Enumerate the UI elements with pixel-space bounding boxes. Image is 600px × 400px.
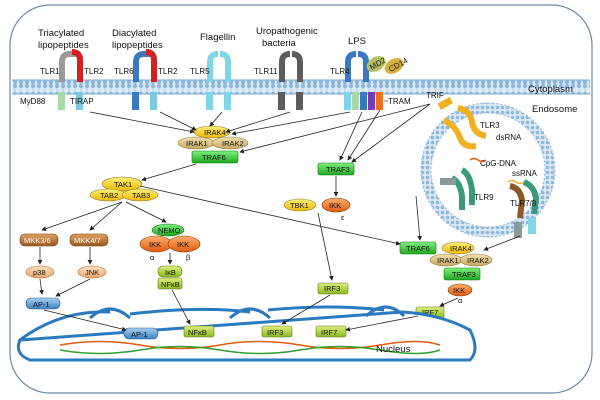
dna-strand-1 bbox=[59, 340, 441, 350]
endosome-complex bbox=[399, 241, 493, 319]
label-ikk-epsilon: IKK bbox=[329, 201, 341, 210]
receptor-tlr5 bbox=[206, 51, 231, 110]
nucleus bbox=[16, 305, 477, 362]
ligand-diacylated-line2: lipopeptides bbox=[112, 40, 163, 51]
signaling-arrows bbox=[37, 103, 521, 332]
label-alpha-endo: α bbox=[458, 296, 463, 305]
label-ap1-cyto: AP-1 bbox=[33, 300, 50, 309]
receptor-tlr78 bbox=[509, 179, 540, 238]
label-dsrna: dsRNA bbox=[496, 133, 522, 142]
receptor-tlr1-tlr2 bbox=[58, 49, 83, 110]
ligand-triacylated-line1: Triacylated bbox=[38, 28, 84, 39]
label-p38: p38 bbox=[33, 268, 46, 277]
ligand-diacylated-line1: Diacylated bbox=[112, 28, 156, 39]
label-ikk-endo: IKK bbox=[453, 286, 465, 295]
label-ikk-beta: IKK bbox=[177, 240, 189, 249]
label-tbk1: TBK1 bbox=[290, 201, 309, 210]
label-tlr78: TLR7/8 bbox=[510, 199, 537, 208]
cpg-dna-strand bbox=[469, 157, 487, 163]
receptor-tlr11 bbox=[278, 51, 303, 110]
mapk-branch bbox=[19, 233, 109, 310]
trif-branch bbox=[283, 162, 355, 295]
label-irak4-endo: IRAK4 bbox=[450, 244, 472, 253]
label-irf3-nuclear: IRF3 bbox=[267, 328, 283, 337]
label-nucleus: Nucleus bbox=[376, 344, 411, 355]
label-endosome: Endosome bbox=[532, 104, 577, 115]
cd14-shape bbox=[384, 58, 404, 74]
label-tlr2-first: TLR2 bbox=[84, 67, 104, 76]
ligand-triacylated-line2: lipopeptides bbox=[38, 40, 89, 51]
label-irak1: IRAK1 bbox=[186, 139, 208, 148]
receptor-tlr6-tlr2 bbox=[132, 49, 157, 110]
label-tlr2-second: TLR2 bbox=[158, 67, 178, 76]
ligand-uropathogenic-line2: bacteria bbox=[262, 38, 297, 49]
label-irf3-cyto: IRF3 bbox=[324, 284, 340, 293]
label-ikk-alpha: IKK bbox=[149, 240, 161, 249]
label-nfkb-cyto: NFκB bbox=[161, 280, 180, 289]
label-irak4: IRAK4 bbox=[204, 128, 226, 137]
label-tlr9: TLR9 bbox=[474, 193, 494, 202]
myd88-complex bbox=[177, 125, 249, 164]
label-nemo: NEMO bbox=[158, 226, 181, 235]
label-tlr5: TLR5 bbox=[190, 67, 210, 76]
label-ssrna: ssRNA bbox=[512, 169, 538, 178]
receptor-tlr4-complex bbox=[344, 51, 404, 110]
label-tab2: TAB2 bbox=[100, 191, 118, 200]
label-mkk47: MKK4/7 bbox=[74, 236, 101, 245]
label-traf3: TRAF3 bbox=[326, 165, 350, 174]
receptor-tlr3 bbox=[437, 96, 487, 150]
label-trif: TRIF bbox=[426, 91, 444, 100]
ligand-uropathogenic-line1: Uropathogenic bbox=[256, 26, 318, 37]
label-traf3-endo: TRAF3 bbox=[452, 270, 476, 279]
nfkb-branch bbox=[139, 223, 201, 290]
receptor-tlr9 bbox=[440, 167, 475, 210]
label-nfkb-nuclear: NFκB bbox=[188, 328, 207, 337]
ligand-lps: LPS bbox=[348, 36, 366, 47]
label-tlr3: TLR3 bbox=[480, 121, 500, 130]
label-irak2: IRAK2 bbox=[222, 139, 244, 148]
label-cpg-dna: CpG-DNA bbox=[480, 159, 517, 168]
ssrna-strand bbox=[507, 179, 525, 185]
label-ikb: IκB bbox=[165, 268, 176, 277]
label-irf7-cyto: IRF7 bbox=[422, 308, 438, 317]
label-tlr11: TLR11 bbox=[254, 67, 278, 76]
dna-strand-2 bbox=[59, 345, 441, 355]
label-myd88: MyD88 bbox=[20, 97, 46, 106]
plasma-membrane bbox=[12, 79, 590, 95]
label-epsilon: ε bbox=[341, 213, 345, 222]
label-traf6-endo: TRAF6 bbox=[406, 244, 430, 253]
label-irf7-nuclear: IRF7 bbox=[321, 328, 337, 337]
label-tram: TRAM bbox=[388, 97, 411, 106]
label-traf6: TRAF6 bbox=[202, 153, 226, 162]
label-tlr6: TLR6 bbox=[114, 67, 134, 76]
label-irak1-endo: IRAK1 bbox=[437, 256, 459, 265]
label-jnk: JNK bbox=[85, 268, 99, 277]
md2-shape bbox=[366, 56, 386, 72]
label-tlr4: TLR4 bbox=[330, 67, 350, 76]
label-tak1: TAK1 bbox=[114, 180, 132, 189]
label-beta: β bbox=[186, 253, 191, 262]
ligand-flagellin: Flagellin bbox=[200, 32, 235, 43]
label-cytoplasm: Cytoplasm bbox=[528, 84, 573, 95]
label-alpha: α bbox=[150, 253, 155, 262]
label-irak2-endo: IRAK2 bbox=[467, 256, 489, 265]
label-tirap: TIRAP bbox=[70, 97, 94, 106]
tak-complex bbox=[89, 176, 159, 202]
nuclear-factors bbox=[123, 325, 347, 340]
label-ap1-nuclear: AP-1 bbox=[131, 330, 148, 339]
label-tab3: TAB3 bbox=[132, 191, 150, 200]
label-tlr1: TLR1 bbox=[40, 67, 60, 76]
label-mkk36: MKK3/6 bbox=[24, 236, 51, 245]
